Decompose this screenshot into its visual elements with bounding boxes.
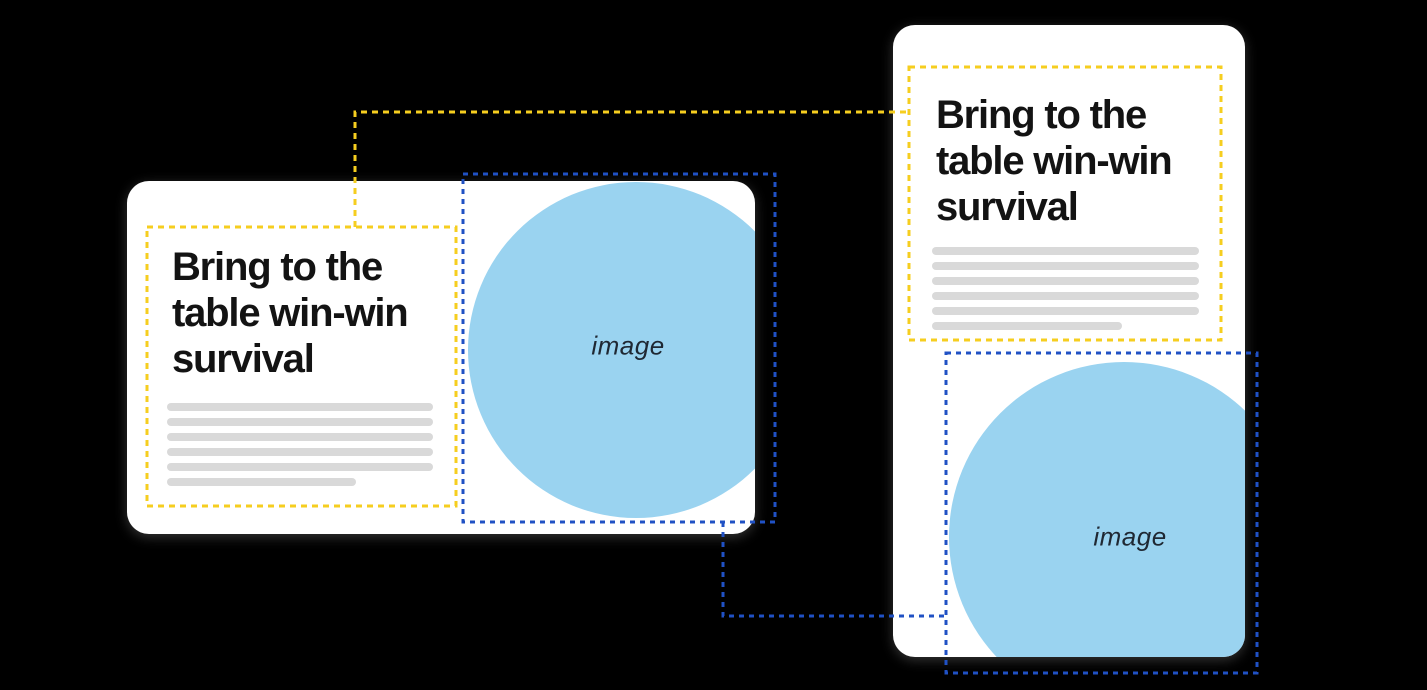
text-placeholder-line [932, 322, 1122, 330]
heading-line: Bring to the [936, 93, 1147, 137]
desktop-card: Bring to the table win-win survival imag… [127, 181, 755, 534]
text-placeholder-line [932, 262, 1199, 270]
text-placeholder-line [932, 277, 1199, 285]
text-placeholder-line [932, 292, 1199, 300]
heading-line: survival [172, 337, 315, 381]
image-label: image [591, 330, 665, 361]
card-heading: Bring to the table win-win survival [172, 244, 409, 382]
text-placeholder-line [932, 247, 1199, 255]
text-placeholder-line [167, 448, 433, 456]
image-label: image [1093, 521, 1167, 552]
heading-line: survival [936, 185, 1079, 229]
card-heading: Bring to the table win-win survival [936, 92, 1173, 230]
heading-line: table win-win [936, 139, 1173, 183]
heading-line: table win-win [172, 291, 409, 335]
text-placeholder-block [932, 247, 1199, 337]
image-circle [949, 362, 1245, 657]
text-placeholder-line [167, 418, 433, 426]
text-placeholder-line [167, 433, 433, 441]
text-placeholder-block [167, 403, 433, 493]
text-placeholder-line [167, 478, 356, 486]
text-placeholder-line [932, 307, 1199, 315]
mobile-card: Bring to the table win-win survival imag… [893, 25, 1245, 657]
heading-line: Bring to the [172, 245, 383, 289]
text-placeholder-line [167, 463, 433, 471]
text-placeholder-line [167, 403, 433, 411]
